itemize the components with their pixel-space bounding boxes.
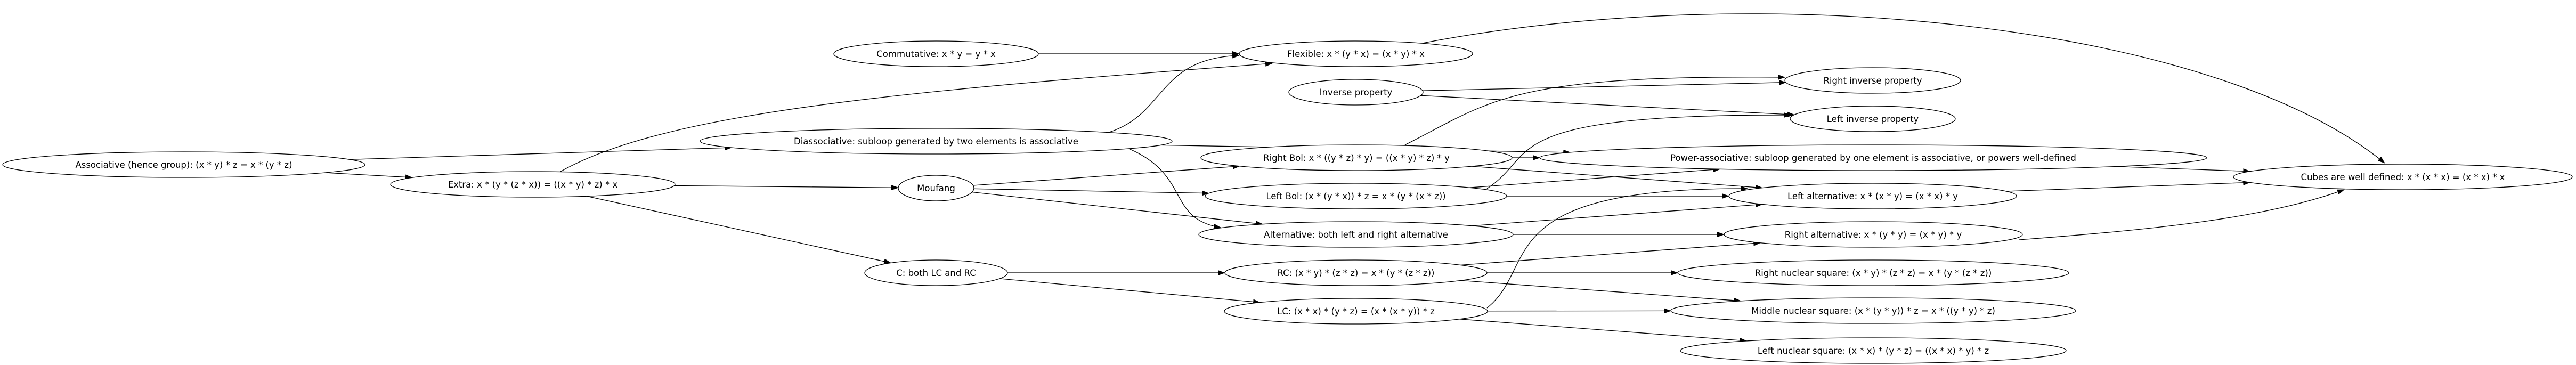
node-label: C: both LC and RC — [896, 268, 976, 278]
edge-rc-to-mnuc — [1460, 280, 1742, 303]
edge-extra-to-flex — [560, 61, 1273, 172]
node-ellipse — [1784, 67, 1961, 94]
node-label: Right inverse property — [1823, 76, 1922, 86]
node-ellipse — [1539, 144, 2207, 171]
node-rinv: Right inverse property — [1784, 67, 1961, 94]
node-lalt: Left alternative: x * (x * y) = (x * x) … — [1728, 183, 2017, 209]
edges-layer — [325, 13, 2385, 343]
edge-lc-to-lnuc — [1459, 319, 1748, 343]
node-ellipse — [1790, 106, 1956, 132]
node-ellipse — [1205, 183, 1507, 209]
node-lc: LC: (x * x) * (y * z) = (x * (x * y)) * … — [1224, 298, 1488, 325]
node-label: Left nuclear square: (x * x) * (y * z) =… — [1758, 346, 1989, 356]
node-ellipse — [1724, 221, 2023, 248]
node-label: Extra: x * (y * (z * x)) = ((x * y) * z)… — [448, 180, 618, 190]
node-ellipse — [1198, 221, 1514, 248]
node-c: C: both LC and RC — [864, 259, 1008, 286]
edge-moufang-to-alt — [972, 191, 1263, 226]
node-label: Middle nuclear square: (x * (y * y)) * z… — [1751, 306, 1995, 316]
edge-moufang-to-lbol — [973, 188, 1209, 196]
edge-rc-to-ralt — [1460, 240, 1761, 266]
node-ellipse — [2, 151, 365, 178]
edge-ralt-to-cubes — [2019, 189, 2345, 240]
node-ellipse — [2233, 164, 2573, 190]
node-moufang: Moufang — [898, 175, 974, 201]
node-label: Left inverse property — [1827, 114, 1919, 124]
node-label: Flexible: x * (y * x) = (x * y) * x — [1287, 49, 1425, 59]
node-ellipse — [1680, 337, 2067, 364]
node-linv: Left inverse property — [1790, 106, 1956, 132]
node-ellipse — [700, 128, 1173, 155]
node-mnuc: Middle nuclear square: (x * (y * y)) * z… — [1670, 297, 2076, 324]
node-label: Alternative: both left and right alterna… — [1264, 230, 1448, 240]
node-label: LC: (x * x) * (y * z) = (x * (x * y)) * … — [1277, 306, 1435, 317]
nodes-layer: Associative (hence group): (x * y) * z =… — [2, 40, 2573, 364]
node-label: Right nuclear square: (x * y) * (z * z) … — [1755, 268, 1992, 278]
edge-lalt-to-cubes — [2006, 180, 2251, 192]
edge-diass-to-flex — [1107, 53, 1240, 133]
node-label: Diassociative: subloop generated by two … — [794, 136, 1078, 147]
node-label: Inverse property — [1320, 87, 1393, 98]
node-ellipse — [833, 40, 1039, 67]
node-ellipse — [1200, 144, 1513, 171]
node-cubes: Cubes are well defined: x * (x * x) = (x… — [2233, 164, 2573, 190]
edge-extra-to-moufang — [674, 185, 899, 191]
edge-power-to-cubes — [2116, 166, 2251, 174]
node-label: Commutative: x * y = y * x — [876, 49, 996, 59]
node-alt: Alternative: both left and right alterna… — [1198, 221, 1514, 248]
node-ellipse — [898, 175, 974, 201]
node-ellipse — [864, 259, 1008, 286]
node-label: Associative (hence group): (x * y) * z =… — [75, 160, 292, 170]
node-label: Right Bol: x * ((y * z) * y) = ((x * y) … — [1263, 153, 1450, 163]
node-extra: Extra: x * (y * (z * x)) = ((x * y) * z)… — [390, 171, 676, 198]
edge-lbol-to-power — [1469, 167, 1721, 188]
node-ellipse — [1224, 298, 1488, 325]
edge-extra-to-c — [587, 196, 892, 264]
node-label: Left Bol: (x * (y * x)) * z = x * (y * (… — [1266, 191, 1445, 201]
node-label: Right alternative: x * (y * y) = (x * y)… — [1785, 230, 1962, 240]
node-lbol: Left Bol: (x * (y * x)) * z = x * (y * (… — [1205, 183, 1507, 209]
node-ralt: Right alternative: x * (y * y) = (x * y)… — [1724, 221, 2023, 248]
edge-assoc-to-diass — [349, 145, 732, 160]
node-rbol: Right Bol: x * ((y * z) * y) = ((x * y) … — [1200, 144, 1513, 171]
node-label: Left alternative: x * (x * y) = (x * x) … — [1787, 191, 1958, 201]
node-label: Power-associative: subloop generated by … — [1670, 153, 2076, 163]
node-assoc: Associative (hence group): (x * y) * z =… — [2, 151, 365, 178]
edge-inv-to-linv — [1420, 95, 1795, 117]
edge-moufang-to-rbol — [973, 164, 1240, 186]
node-comm: Commutative: x * y = y * x — [833, 40, 1039, 67]
node-power: Power-associative: subloop generated by … — [1539, 144, 2207, 171]
edge-diass-to-alt — [1129, 149, 1221, 229]
node-ellipse — [390, 171, 676, 198]
node-ellipse — [1239, 40, 1473, 67]
node-rnuc: Right nuclear square: (x * y) * (z * z) … — [1677, 259, 2069, 286]
node-label: Cubes are well defined: x * (x * x) = (x… — [2301, 172, 2505, 182]
node-ellipse — [1728, 183, 2017, 209]
edge-lbol-to-linv — [1486, 112, 1791, 189]
node-lnuc: Left nuclear square: (x * x) * (y * z) =… — [1680, 337, 2067, 364]
node-ellipse — [1677, 259, 2069, 286]
node-ellipse — [1224, 259, 1488, 286]
edge-rbol-to-lalt — [1472, 166, 1763, 190]
node-ellipse — [1670, 297, 2076, 324]
node-rc: RC: (x * y) * (z * z) = x * (y * (z * z)… — [1224, 259, 1488, 286]
node-label: RC: (x * y) * (z * z) = x * (y * (z * z)… — [1278, 268, 1435, 278]
edge-inv-to-rinv — [1423, 79, 1786, 91]
edge-c-to-lc — [999, 278, 1261, 305]
node-ellipse — [1288, 79, 1424, 106]
edge-rbol-to-rinv — [1404, 74, 1785, 145]
edge-lc-to-lalt — [1486, 185, 1748, 309]
node-label: Moufang — [917, 183, 955, 193]
node-flex: Flexible: x * (y * x) = (x * y) * x — [1239, 40, 1473, 67]
edge-alt-to-lalt — [1472, 202, 1763, 226]
node-diass: Diassociative: subloop generated by two … — [700, 128, 1173, 155]
edge-assoc-to-extra — [325, 172, 413, 180]
edge-flex-to-cubes — [1422, 13, 2385, 164]
node-inv: Inverse property — [1288, 79, 1424, 106]
